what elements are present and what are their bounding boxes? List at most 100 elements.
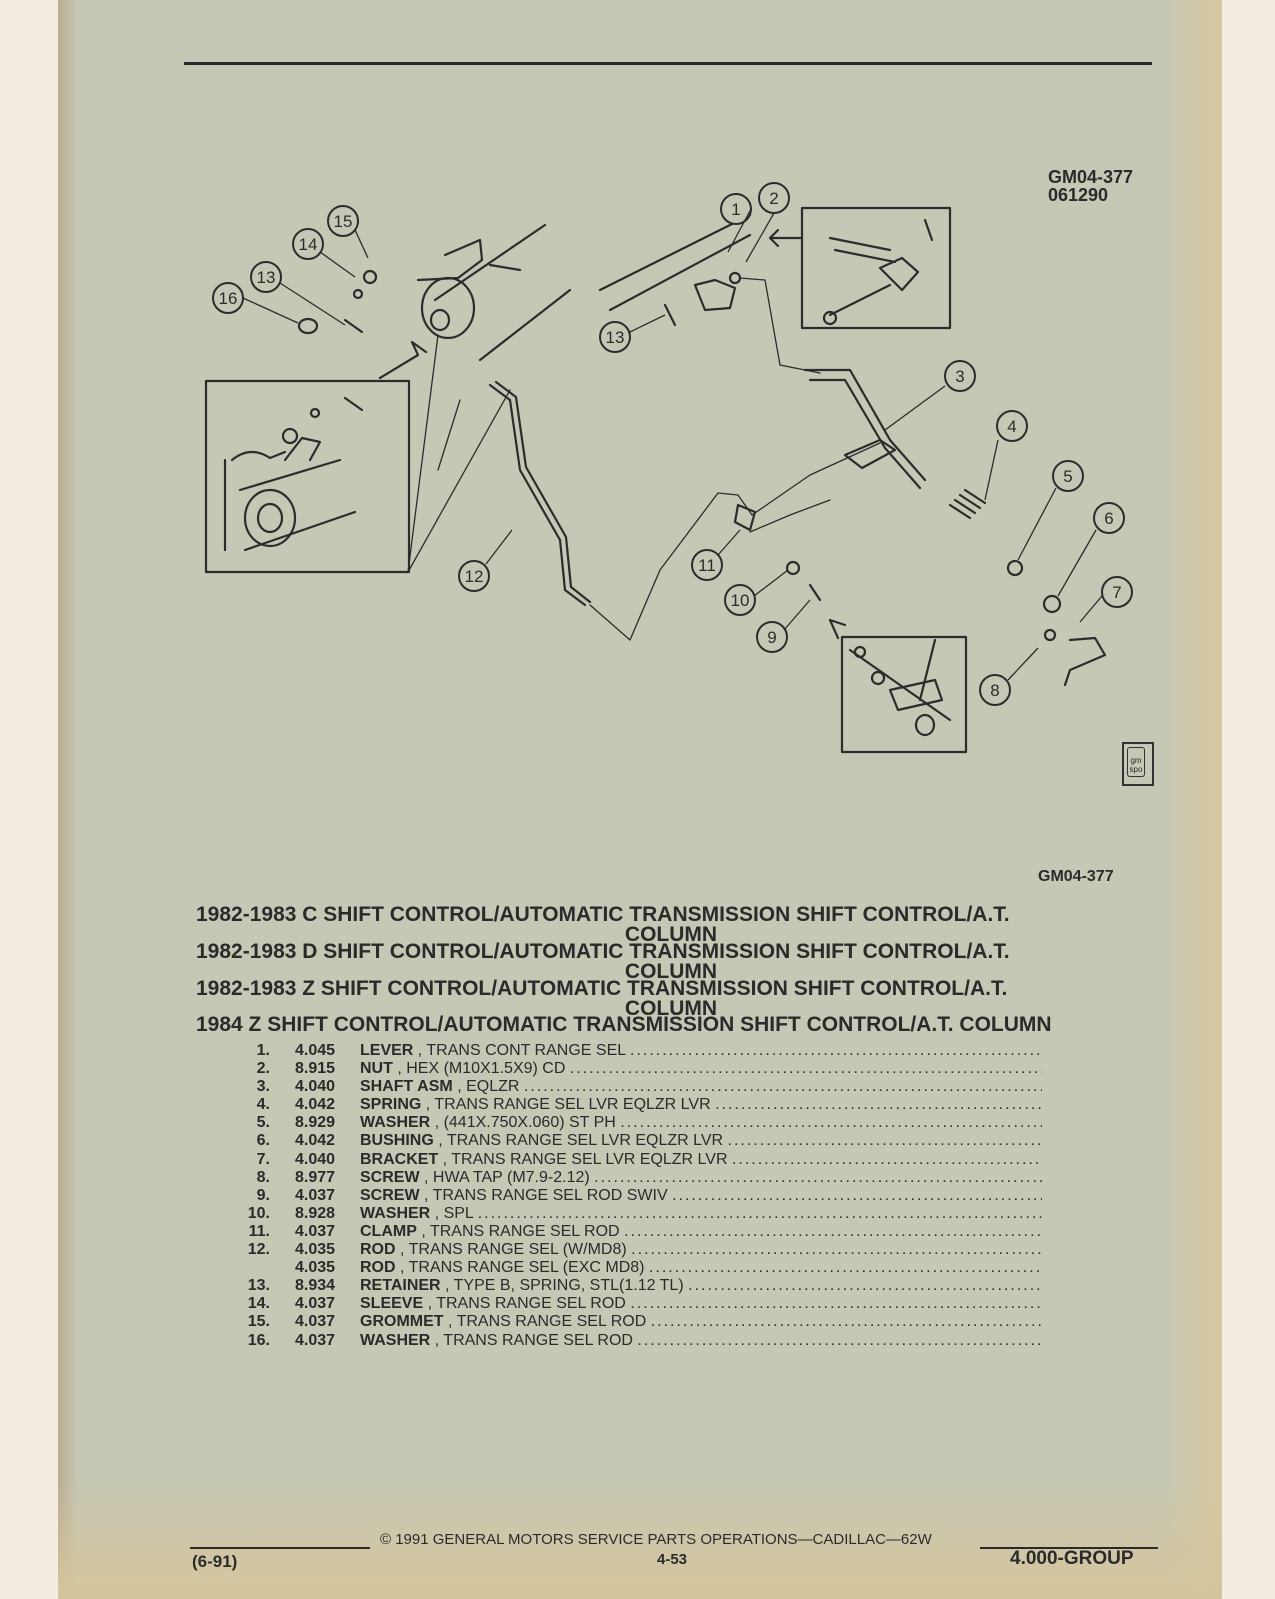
callout-13-left: 13 — [250, 261, 282, 293]
part-description: LEVER , TRANS CONT RANGE SEL ...........… — [360, 1042, 1042, 1060]
caption-2-line1: 1982-1983 D SHIFT CONTROL/AUTOMATIC TRAN… — [196, 940, 1010, 963]
svg-text:8: 8 — [990, 681, 999, 700]
callout-2: 2 — [758, 182, 790, 214]
leader-dots: ........................................… — [637, 1331, 1042, 1349]
leader-dots: ........................................… — [630, 1295, 1042, 1313]
caption-1: 1982-1983 C SHIFT CONTROL/AUTOMATIC TRAN… — [196, 904, 1146, 946]
paper-edge-left — [58, 0, 78, 1599]
group-number: 4.042 — [295, 1132, 336, 1150]
callout-11: 11 — [691, 549, 723, 581]
part-detail: , HWA TAP (M7.9-2.12) — [424, 1168, 590, 1186]
footer-rule-right — [980, 1547, 1158, 1549]
group-number: 4.045 — [295, 1042, 336, 1059]
footer-revision: (6-91) — [192, 1552, 238, 1571]
gm-spo-logo-mark: gm spo — [1127, 747, 1145, 777]
part-detail: , TRANS RANGE SEL ROD — [434, 1331, 633, 1349]
part-detail: , TRANS RANGE SEL ROD SWIV — [424, 1186, 668, 1204]
callout-6: 6 — [1093, 502, 1125, 534]
part-detail: , TRANS RANGE SEL ROD — [427, 1295, 626, 1313]
leader-dots: ........................................… — [731, 1150, 1042, 1168]
group-number: 4.037 — [295, 1331, 336, 1349]
part-detail: , TRANS RANGE SEL LVR EQLZR LVR — [442, 1150, 728, 1168]
inset-box-lower-linkage — [840, 635, 968, 754]
svg-text:13: 13 — [257, 268, 276, 287]
part-detail: , TRANS RANGE SEL ROD — [421, 1222, 620, 1240]
part-description: WASHER , SPL ...........................… — [360, 1205, 1042, 1223]
part-name: WASHER — [360, 1204, 431, 1222]
part-detail: , SPL — [434, 1204, 474, 1222]
leader-dots: ........................................… — [569, 1060, 1042, 1078]
part-number: 9. — [256, 1186, 270, 1204]
svg-text:15: 15 — [334, 212, 353, 231]
part-name: SHAFT ASM — [360, 1078, 453, 1096]
part-number: 11. — [248, 1222, 270, 1240]
part-number: 12. — [247, 1241, 270, 1259]
part-number: 13. — [247, 1277, 270, 1295]
part-number: 1. — [256, 1042, 270, 1059]
leader-dots: ........................................… — [727, 1132, 1042, 1150]
part-name: SCREW — [360, 1168, 420, 1186]
part-detail: , TRANS RANGE SEL (W/MD8) — [400, 1241, 627, 1259]
part-name: BRACKET — [360, 1150, 439, 1168]
diagram-date-code: 061290 — [1048, 185, 1109, 205]
part-detail: , EQLZR — [457, 1078, 520, 1096]
part-number: 6. — [256, 1132, 270, 1150]
footer-copyright: © 1991 GENERAL MOTORS SERVICE PARTS OPER… — [380, 1531, 932, 1548]
group-number: 8.934 — [295, 1277, 336, 1295]
callout-14: 14 — [292, 228, 324, 260]
part-detail: , (441X.750X.060) ST PH — [434, 1114, 616, 1132]
svg-text:4: 4 — [1007, 417, 1016, 436]
callout-12: 12 — [458, 560, 490, 592]
leader-dots: ........................................… — [630, 1042, 1042, 1059]
part-detail: , TRANS RANGE SEL LVR EQLZR LVR — [438, 1132, 724, 1150]
part-description: BUSHING , TRANS RANGE SEL LVR EQLZR LVR … — [360, 1132, 1042, 1150]
group-number: 4.037 — [295, 1186, 336, 1204]
svg-text:14: 14 — [299, 235, 318, 254]
part-name: CLAMP — [360, 1222, 417, 1240]
top-rule — [184, 62, 1152, 65]
svg-text:9: 9 — [767, 628, 776, 647]
svg-text:2: 2 — [769, 189, 778, 208]
part-description: CLAMP , TRANS RANGE SEL ROD ............… — [360, 1223, 1042, 1241]
part-row: 1. 4.045 LEVER , TRANS CONT RANGE SEL ....… — [238, 1042, 1058, 1060]
leader-dots: ........................................… — [620, 1114, 1042, 1132]
svg-text:16: 16 — [219, 289, 238, 308]
group-number: 8.915 — [295, 1060, 336, 1078]
parts-list: 1. 4.045 LEVER , TRANS CONT RANGE SEL ....… — [238, 1042, 1058, 1350]
part-description: WASHER , TRANS RANGE SEL ROD ...........… — [360, 1332, 1042, 1350]
svg-text:11: 11 — [698, 556, 716, 575]
inset-box-upper-linkage — [800, 206, 952, 330]
callout-9: 9 — [756, 621, 788, 653]
part-detail: , HEX (M10X1.5X9) CD — [397, 1060, 566, 1078]
part-number: 3. — [256, 1078, 270, 1096]
caption-3-line1: 1982-1983 Z SHIFT CONTROL/AUTOMATIC TRAN… — [196, 977, 1008, 1000]
part-description: SCREW , HWA TAP (M7.9-2.12) ............… — [360, 1169, 1042, 1187]
part-description: SCREW , TRANS RANGE SEL ROD SWIV .......… — [360, 1187, 1042, 1205]
caption-1-line2: COLUMN — [624, 923, 718, 946]
group-number: 4.037 — [295, 1222, 336, 1240]
leader-dots: ........................................… — [688, 1277, 1042, 1295]
group-number: 4.037 — [295, 1295, 336, 1313]
part-name: BUSHING — [360, 1132, 434, 1150]
part-detail: , TRANS RANGE SEL LVR EQLZR LVR — [425, 1096, 711, 1114]
figure-id: GM04-377 — [1038, 868, 1114, 885]
part-name: ROD — [360, 1241, 396, 1259]
caption-2: 1982-1983 D SHIFT CONTROL/AUTOMATIC TRAN… — [196, 940, 1146, 982]
part-name: SPRING — [360, 1096, 422, 1114]
callout-16: 16 — [212, 282, 244, 314]
svg-text:12: 12 — [465, 567, 484, 586]
part-name: SLEEVE — [360, 1295, 424, 1313]
part-row: 11. 4.037 CLAMP , TRANS RANGE SEL ROD ....… — [238, 1223, 1058, 1241]
part-number: 15. — [247, 1313, 270, 1331]
part-name: GROMMET — [360, 1313, 444, 1331]
part-description: SPRING , TRANS RANGE SEL LVR EQLZR LVR .… — [360, 1096, 1042, 1114]
callout-3: 3 — [944, 360, 976, 392]
group-number: 8.977 — [295, 1168, 336, 1186]
